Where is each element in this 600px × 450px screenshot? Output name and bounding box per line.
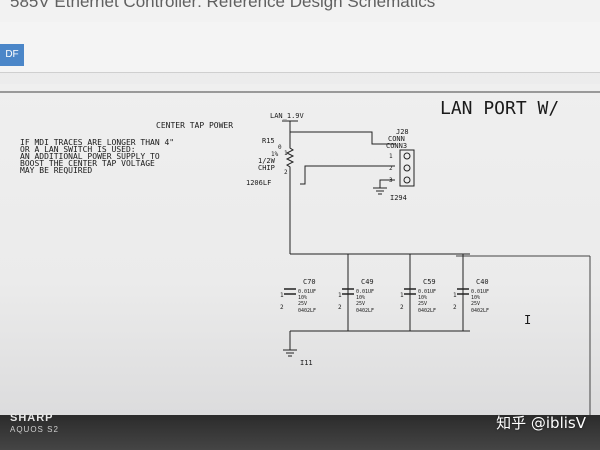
connector-part: CONN3 (386, 142, 407, 150)
note-line: AN ADDITIONAL POWER SUPPLY TO (20, 152, 160, 161)
capacitor-pin2: 2 (400, 304, 404, 311)
pdf-tab[interactable]: DF (0, 44, 24, 66)
capacitor-pin1: 1 (400, 292, 404, 299)
resistor-package: 1206LF (246, 179, 271, 187)
connector-pin (403, 164, 411, 172)
resistor-r15: R15 0 1 1% 1/2W CHIP 2 1206LF (246, 137, 295, 187)
resistor-value: 0 (278, 144, 282, 151)
note-line: OR A LAN SWITCH IS USED: (20, 145, 136, 154)
monitor-screen: 585V Ethernet Controller: Reference Desi… (0, 0, 600, 415)
connector-body (399, 149, 415, 187)
capacitor-package: 0402LF (418, 308, 436, 314)
schematic-canvas: LAN PORT W/ CENTER TAP POWER IF MDI TRAC… (0, 91, 600, 415)
watermark: 知乎 @iblisV (496, 414, 586, 432)
connector-type: CONN (388, 135, 405, 143)
resistor-ref: R15 (262, 137, 275, 145)
bottom-ground-label: I11 (300, 359, 313, 367)
capacitor-tolerance: 10% (418, 295, 427, 301)
connector-pin (403, 152, 411, 160)
document-title: 585V Ethernet Controller: Reference Desi… (10, 0, 436, 11)
resistor-symbol (285, 142, 295, 176)
resistor-tolerance: 1% (271, 151, 279, 158)
capacitor-value: 0.01UF (298, 289, 316, 295)
ground-ref-label: I294 (390, 194, 407, 202)
viewer-toolbar (0, 22, 600, 73)
connector-j28: J28 CONN CONN3 1 2 3 I294 (373, 128, 415, 202)
wire-conn-pin2 (300, 165, 395, 185)
capacitor-package: 0402LF (471, 308, 489, 314)
capacitor-ref: C59 (423, 278, 436, 286)
connector-gnd-wire (379, 179, 395, 188)
capacitor-tolerance: 10% (471, 295, 480, 301)
text-cursor-icon: I (524, 313, 531, 327)
design-note: IF MDI TRACES ARE LONGER THAN 4" OR A LA… (20, 138, 174, 175)
capacitor-value: 0.01UF (356, 289, 374, 295)
capacitor-ref: C70 (303, 278, 316, 286)
resistor-type: CHIP (258, 164, 275, 172)
capacitor-package: 0402LF (356, 308, 374, 314)
capacitor-voltage: 25V (298, 301, 307, 307)
resistor-power: 1/2W (258, 157, 276, 165)
brand-model: AQUOS S2 (10, 425, 59, 434)
brand-name: SHARP (10, 412, 54, 424)
capacitor-package: 0402LF (298, 308, 316, 314)
capacitor-pin2: 2 (453, 304, 457, 311)
note-line: IF MDI TRACES ARE LONGER THAN 4" (20, 138, 174, 147)
connector-ref: J28 (396, 128, 409, 136)
capacitor-value: 0.01UF (418, 289, 436, 295)
center-tap-label: CENTER TAP POWER (156, 121, 233, 130)
capacitor-pin1: 1 (338, 292, 342, 299)
note-line: BOOST THE CENTER TAP VOLTAGE (20, 159, 155, 168)
photo-bottom-bar (0, 415, 600, 450)
capacitor-value: 0.01UF (471, 289, 489, 295)
capacitor-ref: C49 (361, 278, 374, 286)
capacitor-pin1: 1 (280, 292, 284, 299)
capacitor-pin1: 1 (453, 292, 457, 299)
camera-brand: SHARP AQUOS S2 (10, 412, 59, 434)
page-title: LAN PORT W/ (440, 98, 559, 119)
capacitor-tolerance: 10% (298, 295, 307, 301)
power-net-label: LAN_1.9V (270, 112, 305, 120)
connector-pin (403, 176, 411, 184)
capacitor-ref: C40 (476, 278, 489, 286)
capacitor-voltage: 25V (471, 301, 480, 307)
schematic-page: LAN PORT W/ CENTER TAP POWER IF MDI TRAC… (0, 84, 600, 415)
capacitor-pin2: 2 (338, 304, 342, 311)
connector-pin-label: 1 (389, 153, 393, 160)
connector-pin-label: 2 (389, 165, 393, 172)
capacitor-voltage: 25V (356, 301, 365, 307)
document-title-bar: 585V Ethernet Controller: Reference Desi… (0, 0, 600, 23)
resistor-pin1: 1 (284, 150, 288, 157)
capacitor-pin2: 2 (280, 304, 284, 311)
capacitor-voltage: 25V (418, 301, 427, 307)
capacitor-tolerance: 10% (356, 295, 365, 301)
capacitor-group: C70120.01UF10%25V0402LFC49120.01UF10%25V… (280, 254, 489, 331)
note-line: MAY BE REQUIRED (20, 166, 92, 175)
wire-to-connector (290, 131, 395, 145)
resistor-pin2: 2 (284, 169, 288, 176)
